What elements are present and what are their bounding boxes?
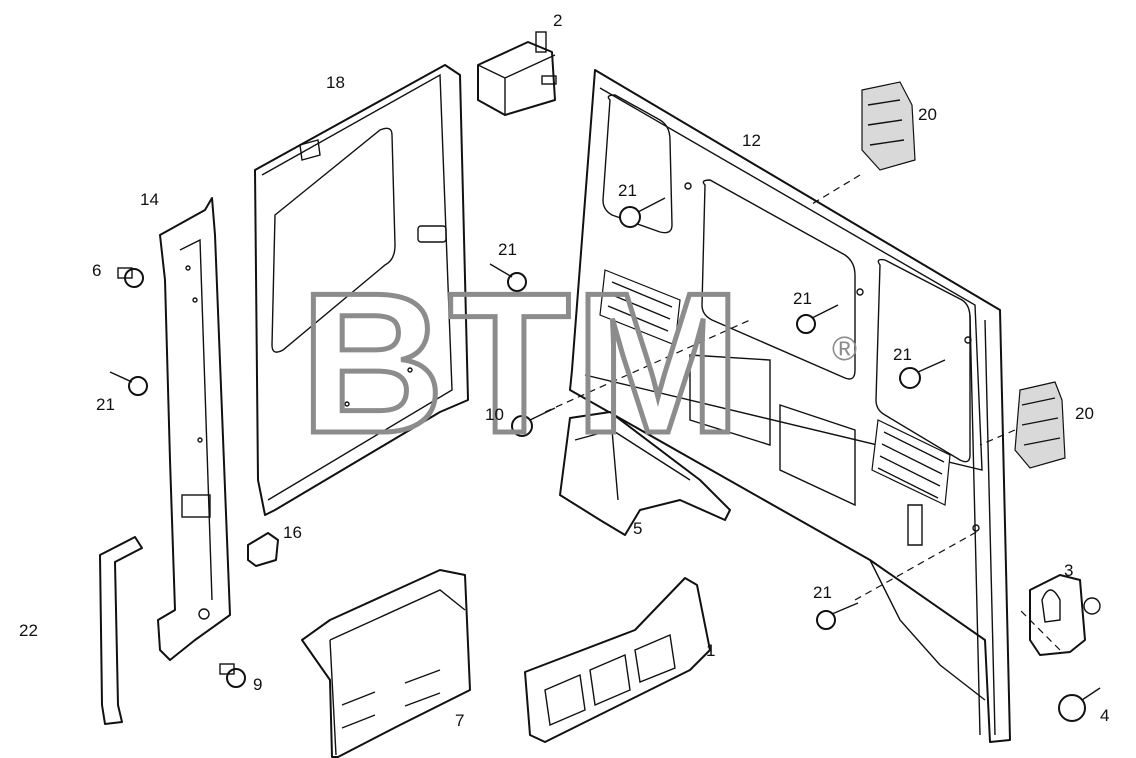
callout-20-upper: 20 xyxy=(918,105,937,124)
part-7-tray xyxy=(301,569,471,758)
callout-7: 7 xyxy=(455,711,464,730)
part-21-screw-lower xyxy=(816,602,859,630)
part-14-vertical-strip xyxy=(157,197,231,661)
callout-5: 5 xyxy=(633,519,642,538)
part-21-screw-top xyxy=(619,197,666,228)
part-16-clip xyxy=(247,532,279,567)
part-4-screw xyxy=(1058,687,1101,722)
callout-16: 16 xyxy=(283,523,302,542)
part-1-plate xyxy=(524,577,711,743)
callout-21-mid: 21 xyxy=(498,240,517,259)
registered-mark: ® xyxy=(832,330,857,368)
part-21-screw-left xyxy=(109,371,148,396)
part-21-screw-right xyxy=(899,359,946,389)
callout-21-window: 21 xyxy=(793,289,812,308)
part-18-window-panel xyxy=(254,64,469,516)
part-9-plug xyxy=(219,663,246,688)
callout-21-right: 21 xyxy=(893,345,912,364)
part-20-lower-damper xyxy=(1014,381,1066,469)
callout-22: 22 xyxy=(19,621,38,640)
leader-lines xyxy=(544,174,1061,651)
part-20-upper-damper xyxy=(861,81,916,171)
callout-14: 14 xyxy=(140,190,159,209)
callout-10: 10 xyxy=(485,405,504,424)
callout-21-lower: 21 xyxy=(813,583,832,602)
part-21-screw-mid xyxy=(489,263,527,292)
part-12-rear-panel xyxy=(569,69,1011,743)
watermark: BTM ® xyxy=(298,250,858,478)
callout-1: 1 xyxy=(706,641,715,660)
callout-2: 2 xyxy=(553,11,562,30)
callout-18: 18 xyxy=(326,73,345,92)
callout-9: 9 xyxy=(253,675,262,694)
callout-12: 12 xyxy=(742,131,761,150)
watermark-text: BTM xyxy=(300,252,745,475)
callout-6: 6 xyxy=(92,261,101,280)
part-22-bracket-rod xyxy=(99,536,143,725)
part-6-plug xyxy=(117,267,144,288)
callout-21-left: 21 xyxy=(96,395,115,414)
part-2-block xyxy=(477,31,557,116)
callout-3: 3 xyxy=(1064,561,1073,580)
part-21-screw-window xyxy=(796,304,839,334)
callout-21-top: 21 xyxy=(618,181,637,200)
part-5-duct xyxy=(559,411,731,536)
callouts: 1 2 3 4 5 6 7 9 10 12 14 16 18 20 20 21 … xyxy=(19,11,1109,730)
fasteners xyxy=(109,197,1101,722)
callout-4: 4 xyxy=(1100,706,1109,725)
callout-20-lower: 20 xyxy=(1075,404,1094,423)
part-3-clip xyxy=(1029,574,1101,656)
